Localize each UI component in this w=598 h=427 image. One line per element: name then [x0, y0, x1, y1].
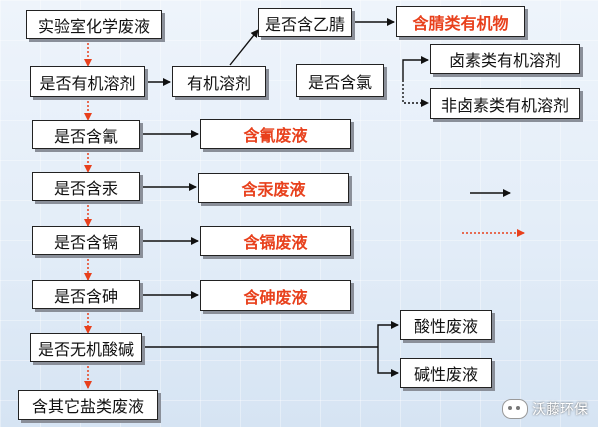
arrow-to-acid	[377, 321, 399, 347]
node-has-inorganic-acid-base: 是否无机酸碱	[30, 333, 142, 362]
node-has-arsenic: 是否含砷	[32, 280, 140, 309]
arrow-to-acetonitrile-check	[229, 29, 259, 66]
node-cadmium-waste: 含镉废液	[200, 226, 351, 256]
node-other-salt-waste: 含其它盐类废液	[18, 390, 158, 420]
node-has-cyanide: 是否含氰	[32, 120, 140, 149]
node-has-acetonitrile: 是否含乙腈	[258, 8, 352, 37]
node-halogenated: 卤素类有机溶剂	[430, 44, 580, 74]
node-organic-solvent: 有机溶剂	[172, 66, 266, 97]
node-has-organic-solvent: 是否有机溶剂	[30, 66, 145, 97]
node-lab-waste: 实验室化学废液	[26, 10, 162, 39]
node-alkaline-waste: 碱性废液	[400, 358, 492, 388]
arrow-to-alkaline	[377, 347, 399, 377]
node-has-mercury: 是否含汞	[32, 172, 140, 201]
arrow-to-halogenated	[402, 56, 429, 80]
node-acid-waste: 酸性废液	[400, 310, 492, 340]
node-has-cadmium: 是否含镉	[32, 226, 140, 255]
node-has-chlorine: 是否含氯	[296, 64, 384, 97]
node-cyanide-waste: 含氰废液	[200, 119, 351, 149]
watermark-text: 沃藤环保	[532, 402, 588, 418]
node-contains-nitrile: 含腈类有机物	[396, 6, 525, 37]
arrow-to-non-halogenated	[402, 80, 429, 107]
node-non-halogenated: 非卤素类有机溶剂	[430, 88, 580, 119]
wechat-icon	[502, 399, 528, 419]
node-mercury-waste: 含汞废液	[198, 173, 349, 203]
watermark: 沃藤环保	[502, 399, 588, 419]
yes-branch-arrows	[140, 18, 511, 377]
node-arsenic-waste: 含砷废液	[200, 280, 351, 311]
